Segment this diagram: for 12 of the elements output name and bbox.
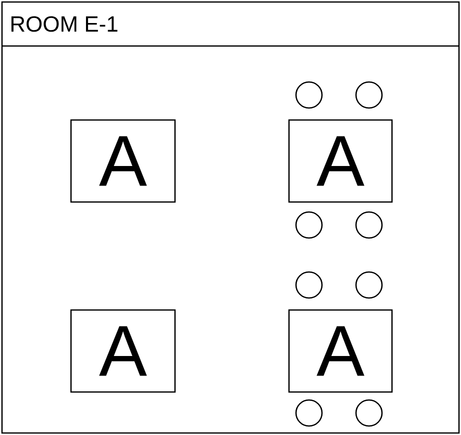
chair-circle <box>295 399 323 427</box>
chair-circle <box>355 271 383 299</box>
chair-circle <box>295 211 323 239</box>
chair-circle <box>295 81 323 109</box>
chair-circle <box>295 271 323 299</box>
table-box: A <box>70 309 176 393</box>
table-box: A <box>288 309 393 393</box>
table-box: A <box>70 119 176 203</box>
chair-circle <box>355 399 383 427</box>
chair-circle <box>355 211 383 239</box>
chair-circle <box>355 81 383 109</box>
table-box: A <box>288 119 393 203</box>
